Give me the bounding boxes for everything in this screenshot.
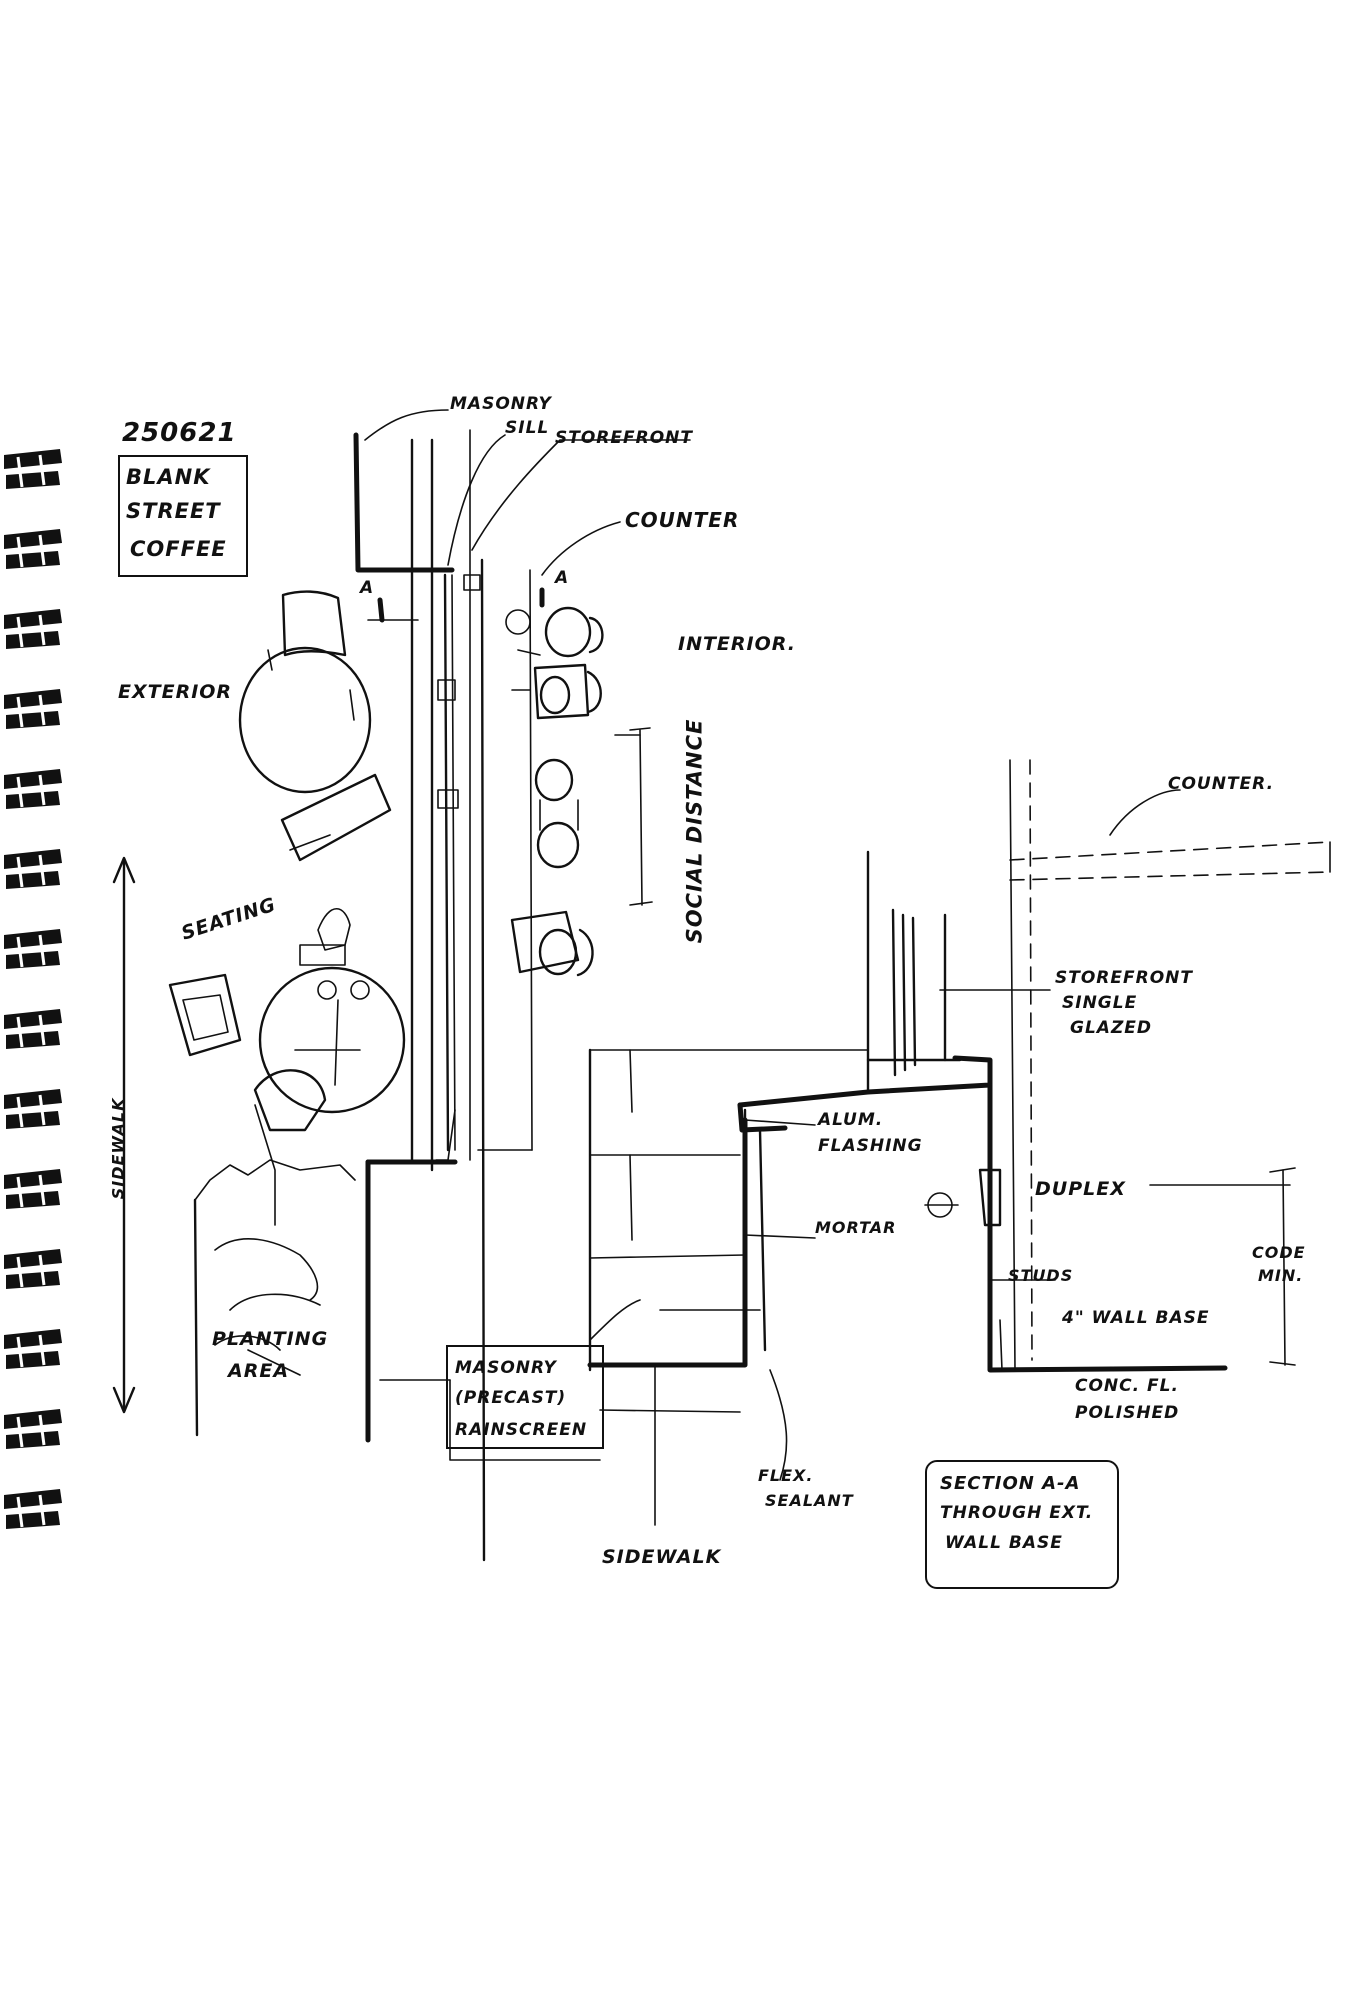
section-mark-a-right: A bbox=[555, 568, 570, 588]
mortar-label: MORTAR bbox=[815, 1218, 897, 1237]
binding-ring bbox=[4, 1409, 62, 1449]
masonry-note-line1: MASONRY bbox=[455, 1358, 557, 1378]
project-name-line3: COFFEE bbox=[130, 537, 227, 561]
section-counter-dashed bbox=[1009, 841, 1331, 881]
masonry-label: MASONRY bbox=[450, 394, 552, 414]
plan-social-distance-dimension bbox=[614, 727, 653, 906]
binding-ring bbox=[4, 609, 62, 649]
binding-ring bbox=[4, 1089, 62, 1129]
section-sidewalk-label: SIDEWALK bbox=[602, 1546, 722, 1568]
planting-area-line1: PLANTING bbox=[212, 1328, 329, 1350]
sill-label: SILL bbox=[505, 418, 550, 438]
plan-exterior-seating bbox=[168, 590, 406, 1226]
flex-sealant-line1: FLEX. bbox=[758, 1466, 814, 1485]
conc-floor-line2: POLISHED bbox=[1075, 1403, 1180, 1423]
section-dimension-code-min bbox=[1149, 1167, 1296, 1366]
date-label: 250621 bbox=[122, 418, 237, 448]
exterior-label: EXTERIOR bbox=[118, 681, 233, 703]
section-sidewalk bbox=[599, 1364, 741, 1526]
binding-ring bbox=[4, 1009, 62, 1049]
code-min-line1: CODE bbox=[1252, 1243, 1306, 1262]
section-title-line2: THROUGH EXT. bbox=[940, 1503, 1094, 1523]
masonry-note-line3: RAINSCREEN bbox=[455, 1420, 588, 1440]
code-min-line2: MIN. bbox=[1258, 1266, 1304, 1285]
section-storefront-line2: SINGLE bbox=[1062, 993, 1138, 1013]
storefront-label: STOREFRONT bbox=[555, 428, 693, 448]
interior-label: INTERIOR. bbox=[678, 633, 796, 655]
section-mark-a-left: A bbox=[360, 578, 375, 598]
conc-floor-line1: CONC. FL. bbox=[1075, 1376, 1179, 1396]
plan-storefront-wall bbox=[410, 429, 533, 1562]
project-name-line1: BLANK bbox=[126, 465, 211, 489]
section-storefront-line3: GLAZED bbox=[1070, 1018, 1152, 1038]
planting-area-line2: AREA bbox=[228, 1360, 290, 1382]
binding-ring bbox=[4, 929, 62, 969]
binding-ring bbox=[4, 1489, 62, 1529]
section-title-box bbox=[925, 1460, 1119, 1589]
social-distance-label: SOCIAL DISTANCE bbox=[682, 718, 707, 944]
title-box bbox=[118, 455, 248, 577]
masonry-note-line2: (PRECAST) bbox=[455, 1388, 567, 1408]
flex-sealant-line2: SEALANT bbox=[765, 1491, 854, 1510]
binding-ring bbox=[4, 529, 62, 569]
binding-ring bbox=[4, 849, 62, 889]
alum-flashing-line2: FLASHING bbox=[818, 1136, 923, 1156]
wall-base-label: 4" WALL BASE bbox=[1062, 1308, 1210, 1328]
binding-ring bbox=[4, 1249, 62, 1289]
section-title-line3: WALL BASE bbox=[945, 1533, 1063, 1553]
masonry-note-box bbox=[446, 1345, 604, 1449]
section-counter-label: COUNTER. bbox=[1168, 774, 1275, 794]
plan-interior-seating bbox=[505, 606, 604, 977]
plan-sidewalk-arrow bbox=[112, 856, 136, 1414]
counter-label: COUNTER bbox=[625, 508, 740, 532]
alum-flashing-line1: ALUM. bbox=[818, 1110, 884, 1130]
project-name-line2: STREET bbox=[126, 499, 221, 523]
binding-ring bbox=[4, 449, 62, 489]
binding-ring bbox=[4, 689, 62, 729]
sidewalk-label: SIDEWALK bbox=[108, 1097, 128, 1200]
binding-ring bbox=[4, 1169, 62, 1209]
section-leader-lines bbox=[589, 789, 1181, 1481]
plan-planting-area bbox=[193, 1159, 356, 1437]
binding-ring bbox=[4, 1329, 62, 1369]
section-storefront-line1: STOREFRONT bbox=[1055, 968, 1193, 988]
section-wall-base bbox=[587, 759, 1228, 1373]
duplex-label: DUPLEX bbox=[1035, 1178, 1126, 1200]
section-title-line1: SECTION A-A bbox=[940, 1473, 1081, 1494]
spiral-binding bbox=[4, 449, 62, 1529]
binding-ring bbox=[4, 769, 62, 809]
plan-leader-lines bbox=[364, 409, 691, 1461]
studs-label: STUDS bbox=[1008, 1266, 1074, 1285]
plan-section-cut-marks bbox=[367, 587, 545, 623]
